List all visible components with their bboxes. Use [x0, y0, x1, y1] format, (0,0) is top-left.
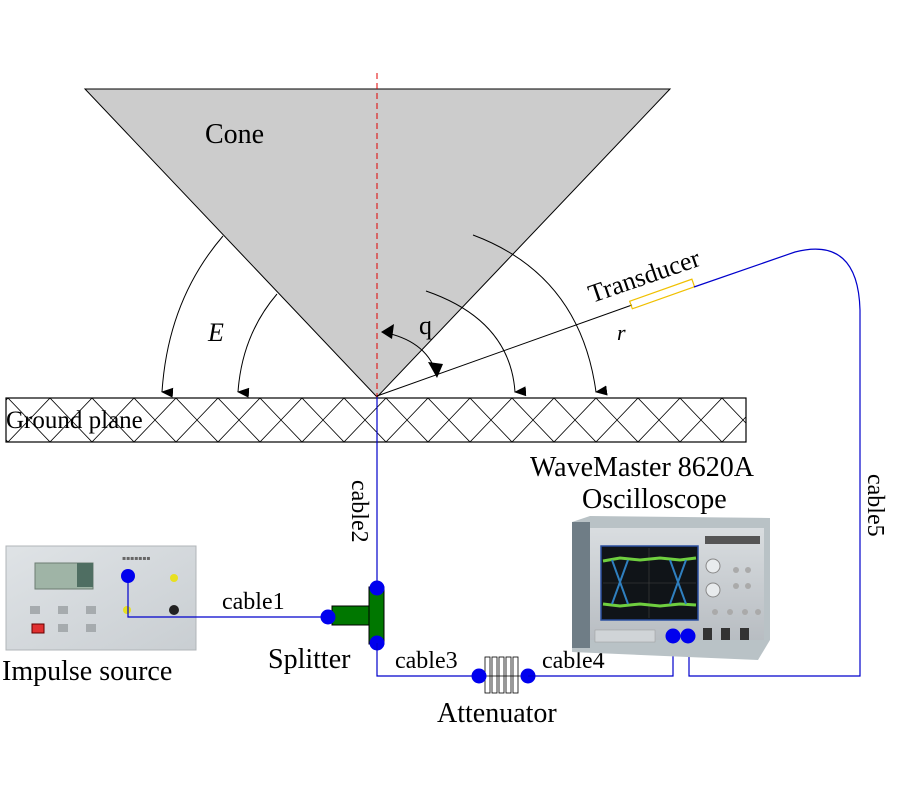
theta-label: q [419, 311, 432, 340]
cable3-label: cable3 [395, 648, 458, 674]
ground-plane [5, 397, 747, 443]
splitter-connector-in [320, 609, 336, 625]
attenuator-connector-in [471, 668, 487, 684]
e-field-arrow-outer-right [472, 234, 608, 396]
source-connector [121, 569, 135, 583]
svg-text:▪▪▪▪▪▪▪: ▪▪▪▪▪▪▪ [122, 555, 150, 562]
power-button [31, 623, 45, 634]
cone-label: Cone [205, 119, 264, 150]
e-field-arrow-inner-left [237, 293, 278, 398]
attenuator-label: Attenuator [437, 698, 557, 729]
eye-bottom-trace [602, 602, 697, 608]
transducer-label: Transducer [585, 243, 704, 308]
oscilloscope-model-label: WaveMaster 8620A [530, 452, 755, 483]
ground-plane-label: Ground plane [6, 407, 143, 434]
eye-crossing-left [611, 559, 629, 605]
splitter-label: Splitter [268, 644, 351, 675]
e-field-arrow-inner-right [425, 290, 527, 397]
scope-connector-ch2 [680, 628, 696, 644]
oscilloscope-label: Oscilloscope [582, 484, 727, 515]
splitter-connector-top [369, 580, 385, 596]
cable5 [688, 248, 861, 677]
oscilloscope-device [572, 516, 770, 660]
cable3 [376, 643, 479, 677]
e-field-label: E [207, 318, 224, 347]
cable1-label: cable1 [222, 589, 285, 615]
scope-connector-ch1 [665, 628, 681, 644]
eye-crossing-right [669, 559, 687, 605]
splitter [331, 586, 385, 645]
e-field-arrow-outer-left [161, 235, 224, 398]
attenuator [482, 656, 524, 694]
cable5-label: cable5 [862, 474, 888, 537]
theta-arrowhead-top [381, 324, 394, 339]
theta-arrowhead-bottom [428, 362, 443, 378]
cable1 [127, 576, 328, 618]
radius-label: r [617, 320, 626, 345]
cable2-label: cable2 [346, 480, 372, 543]
eye-top-trace [602, 556, 697, 563]
impulse-source-label: Impulse source [2, 656, 172, 687]
impulse-source-device: ▪▪▪▪▪▪▪ [5, 545, 197, 651]
transducer [628, 278, 696, 310]
radius-line [376, 304, 633, 397]
